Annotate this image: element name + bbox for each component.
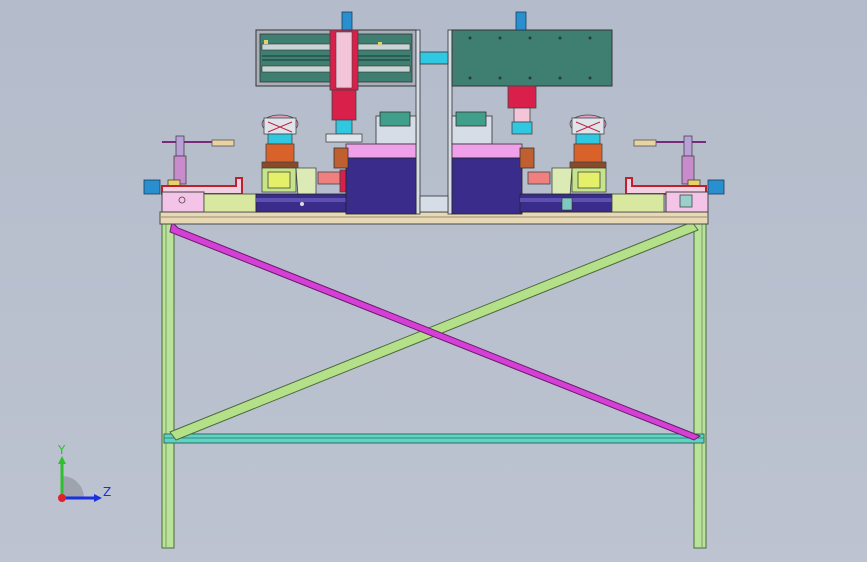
diagonal-brace-magenta (169, 220, 702, 441)
center-column (415, 29, 453, 215)
table-top (159, 211, 709, 225)
left-press-block (333, 111, 417, 215)
origin-dot (58, 494, 66, 502)
y-axis-label: Y (57, 443, 66, 457)
z-axis-label: Z (103, 485, 111, 499)
right-press-block (451, 111, 535, 215)
right-feeder-assembly (611, 135, 725, 213)
right-leg (693, 213, 707, 549)
left-feeder-assembly (143, 135, 257, 213)
coordinate-triad-icon: Y Z (57, 443, 111, 502)
left-leg (161, 213, 175, 549)
right-gripper-tower (519, 114, 613, 213)
right-linear-module (451, 11, 613, 135)
left-gripper-tower (255, 114, 351, 213)
machine-frame (159, 211, 709, 549)
left-linear-module (255, 11, 417, 143)
left-base-block (161, 191, 205, 213)
